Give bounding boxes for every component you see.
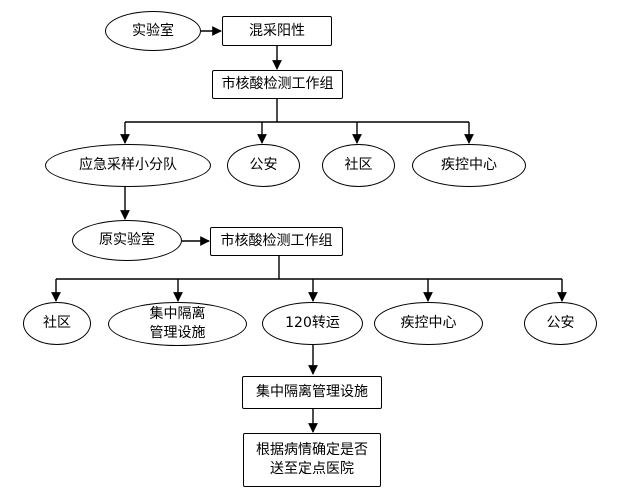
node-police-1: 公安 xyxy=(227,144,300,187)
node-cdc-1: 疾控中心 xyxy=(412,144,526,187)
node-city-group-2-label: 市核酸检测工作组 xyxy=(220,233,333,249)
node-city-group-1-label: 市核酸检测工作组 xyxy=(221,76,334,92)
node-sampling-team-label: 应急采样小分队 xyxy=(79,157,177,173)
node-city-group-1: 市核酸检测工作组 xyxy=(212,70,343,99)
node-city-group-2: 市核酸检测工作组 xyxy=(210,227,343,256)
node-transfer-120: 120转运 xyxy=(262,302,363,345)
node-sampling-team: 应急采样小分队 xyxy=(45,144,211,187)
node-mixed-positive-label: 混采阳性 xyxy=(249,22,305,39)
node-original-lab-label: 原实验室 xyxy=(99,232,155,248)
node-community-2-label: 社区 xyxy=(43,315,71,331)
node-police-2-label: 公安 xyxy=(546,315,575,331)
node-police-2: 公安 xyxy=(524,302,597,345)
node-isolation-facility-2-label: 集中隔离管理设施 xyxy=(256,384,368,400)
node-isolation-facility-2: 集中隔离管理设施 xyxy=(242,376,382,409)
node-community-2: 社区 xyxy=(23,302,91,345)
node-isolation-facility-1-label: 集中隔离 管理设施 xyxy=(149,306,206,341)
node-hospital-decision-label: 根据病情确定是否 送至定点医院 xyxy=(256,442,368,477)
node-cdc-1-label: 疾控中心 xyxy=(441,157,497,173)
node-cdc-2: 疾控中心 xyxy=(374,302,483,345)
node-original-lab: 原实验室 xyxy=(72,220,182,261)
node-hospital-decision: 根据病情确定是否 送至定点医院 xyxy=(243,433,381,487)
node-isolation-facility-1: 集中隔离 管理设施 xyxy=(108,302,247,346)
node-cdc-2-label: 疾控中心 xyxy=(400,315,457,331)
node-police-1-label: 公安 xyxy=(249,157,278,173)
node-lab-label: 实验室 xyxy=(132,22,174,39)
node-lab: 实验室 xyxy=(105,11,201,51)
node-community-1-label: 社区 xyxy=(344,157,373,173)
node-transfer-120-label: 120转运 xyxy=(285,315,340,331)
node-mixed-positive: 混采阳性 xyxy=(222,16,332,46)
node-community-1: 社区 xyxy=(322,144,395,187)
